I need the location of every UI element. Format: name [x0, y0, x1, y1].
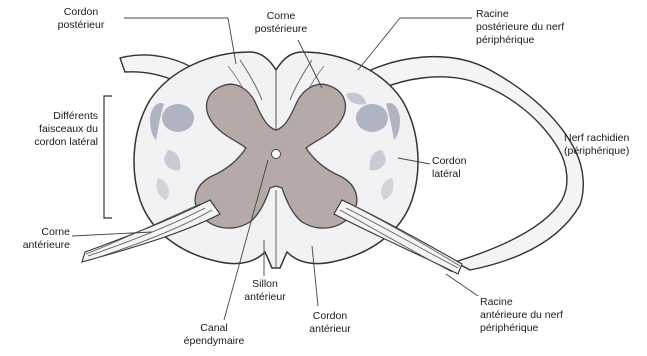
label-canal-ependymaire: Canal épendymaire [176, 322, 252, 348]
label-cordon-lateral: Cordon latéral [432, 155, 466, 181]
label-racine-posterieure: Racine postérieure du nerf périphérique [476, 8, 564, 47]
label-cordon-anterieur: Cordon antérieur [300, 310, 360, 336]
label-differents-faisceaux: Différents faisceaux du cordon latéral [18, 110, 98, 149]
label-corne-anterieure: Corne antérieure [6, 226, 70, 252]
lateral-bracket [104, 96, 112, 218]
label-corne-posterieure: Corne postérieure [246, 10, 316, 36]
central-canal [272, 150, 281, 159]
label-sillon-anterieur: Sillon antérieur [238, 278, 292, 304]
label-racine-anterieure: Racine antérieure du nerf périphérique [480, 296, 563, 335]
label-nerf-rachidien: Nerf rachidien (périphérique) [564, 132, 629, 158]
label-cordon-posterieur: Cordon postérieur [46, 6, 116, 32]
